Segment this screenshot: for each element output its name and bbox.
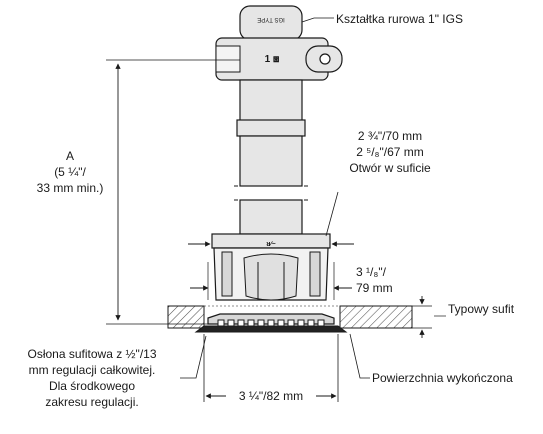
hole-width-arrows [188, 191, 354, 247]
hole-label: 2 ¾"/70 mm 2 ⁵/₈"/67 mm Otwór w suficie [330, 128, 450, 176]
dimension-a-line-3: 33 mm min.) [36, 181, 104, 195]
side-dim-label: 3 ¹/₈"/ 79 mm [356, 264, 393, 296]
svg-text:ᴚ∕~: ᴚ∕~ [266, 241, 275, 248]
side-dim-line-2: 79 mm [356, 281, 393, 295]
dimension-a-line-2: (5 ¼"/ [54, 165, 86, 179]
side-dim-line-1: 3 ¹/₈"/ [356, 265, 386, 279]
escutcheon-line-2: mm regulacji całkowitej. [28, 363, 156, 377]
side-dim-arrows [190, 262, 352, 300]
hole-label-line-3: Otwór w suficie [349, 161, 431, 175]
ceiling-left [167, 305, 205, 329]
deflector-teeth [217, 319, 325, 327]
dimension-a-line [106, 59, 240, 325]
finished-surface-label: Powierzchnia wykończona [372, 371, 513, 385]
hole-label-line-1: 2 ¾"/70 mm [357, 129, 423, 143]
escutcheon-line-3: Dla środkowego [48, 379, 136, 393]
escutcheon-line-1: Osłona sufitowa z ½"/13 [27, 347, 157, 361]
ceiling-thickness-arrows [412, 296, 446, 338]
coupling-label: Kształtka rurowa 1" IGS [336, 12, 463, 26]
ceiling-label: Typowy sufit [448, 302, 515, 316]
escutcheon-label: Osłona sufitowa z ½"/13 mm regulacji cał… [4, 346, 180, 410]
dimension-a-line-1: A [65, 149, 74, 163]
pipe-body [234, 79, 310, 235]
bottom-dim-label: 3 ¼"/82 mm [238, 389, 304, 403]
dimension-a-label: A (5 ¼"/ 33 mm min.) [22, 148, 118, 196]
svg-text:1 ⧆: 1 ⧆ [265, 54, 280, 65]
ceiling-right [339, 305, 413, 329]
sprinkler-head: ᴚ∕~ [194, 233, 348, 333]
escutcheon-line-4: zakresu regulacji. [45, 395, 139, 409]
igs-coupling: IGS TYPE 1 ⧆ [215, 5, 343, 81]
hole-label-line-2: 2 ⁵/₈"/67 mm [356, 145, 424, 159]
svg-text:IGS TYPE: IGS TYPE [257, 16, 285, 22]
leader-lines [180, 17, 370, 379]
